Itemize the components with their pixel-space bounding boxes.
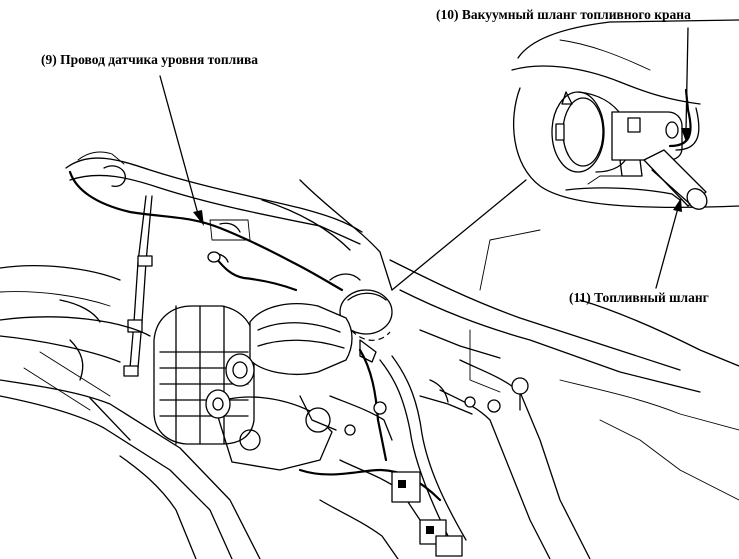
crankcase — [205, 389, 333, 471]
arrowhead-11 — [673, 198, 682, 212]
arrowhead-9 — [193, 210, 204, 226]
cylinder-head — [225, 303, 353, 387]
frame-rail-upper — [65, 157, 363, 233]
fuel-hose-inset — [643, 149, 708, 210]
callout-fuel-hose: (11) Топливный шланг — [569, 290, 709, 305]
frame-rail-lower — [0, 316, 151, 337]
inset-frame-outline — [517, 19, 739, 59]
inset-pointer-line — [391, 179, 527, 291]
leader-line-11 — [655, 207, 679, 289]
leader-lines — [159, 27, 691, 291]
support-rod — [123, 195, 153, 377]
callout-fuel-level-sensor-wire: (9) Провод датчика уровня топлива — [41, 52, 259, 67]
fuel-cock-inset — [511, 19, 739, 210]
engine-assembly — [0, 151, 739, 559]
fuel-cock-main — [329, 273, 393, 363]
leader-line-9 — [159, 75, 199, 215]
callout-fuel-cock-vacuum-hose: (10) Вакуумный шланг топливного крана — [436, 7, 691, 22]
right-bolts — [464, 377, 529, 413]
fuel-cock-valve-body — [587, 111, 683, 185]
fuel-level-sensor-wire — [68, 170, 344, 292]
leader-line-10 — [685, 27, 689, 131]
vacuum-hose-inset — [668, 88, 692, 148]
arrowhead-10 — [681, 128, 691, 142]
inset-boundary-curve — [512, 87, 739, 209]
oil-hose — [214, 256, 298, 292]
fuel-cock-diaphragm — [551, 91, 631, 173]
wiring-harness — [298, 348, 467, 559]
